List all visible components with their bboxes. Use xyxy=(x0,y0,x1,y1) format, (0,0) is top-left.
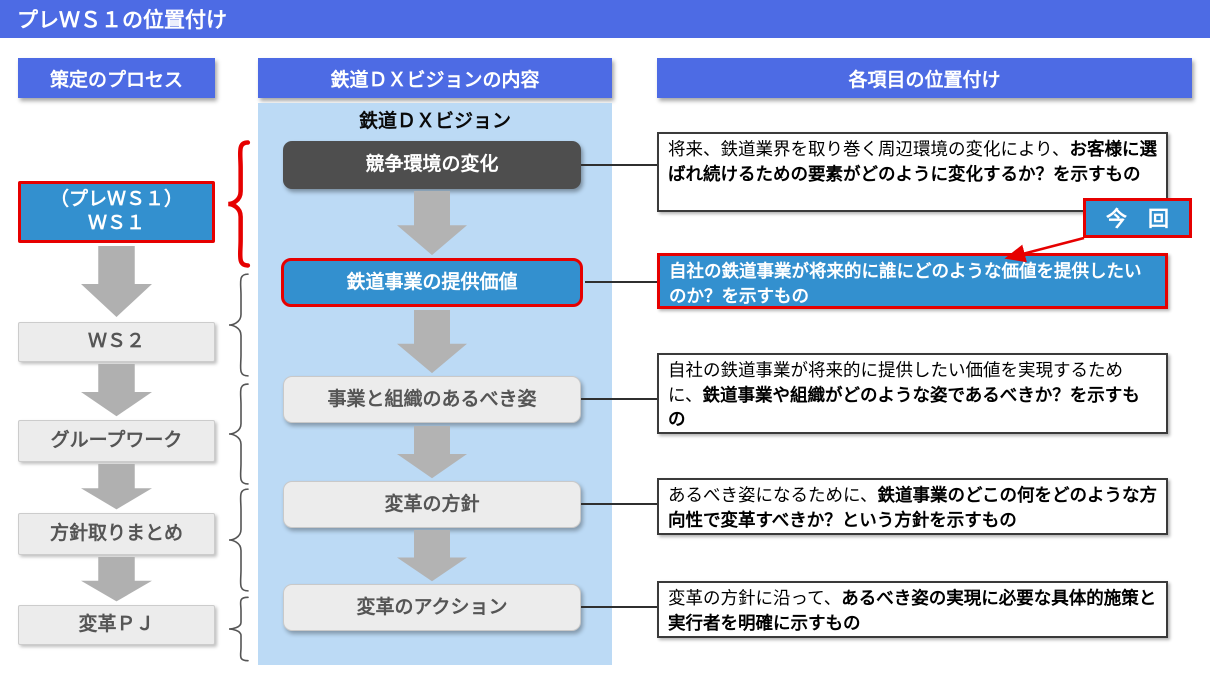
title-bar: プレＷＳ１の位置付け xyxy=(0,0,1210,38)
process-column-header: 策定のプロセス xyxy=(18,58,215,98)
page-title: プレＷＳ１の位置付け xyxy=(17,9,227,32)
down-arrow-icon xyxy=(80,557,153,602)
connector-line xyxy=(581,503,657,505)
description-normal-text: あるべき姿になるために、 xyxy=(668,485,878,505)
gray-brace-icon xyxy=(222,487,252,593)
description-transformation-action: 変革の方針に沿って、あるべき姿の実現に必要な具体的施策と実行者を明確に示すもの xyxy=(657,581,1168,638)
process-step-pre-ws1-line2: ＷＳ１ xyxy=(87,213,145,234)
description-bold-text: お客様に選ばれ続けるための要素がどのように変化するか？を示すもの xyxy=(668,139,1157,184)
down-arrow-icon xyxy=(80,246,153,318)
description-bold-text: 鉄道事業のどこの何をどのような方向性で変革すべきか？という方針を示すもの xyxy=(668,485,1157,530)
down-arrow-icon xyxy=(396,426,468,479)
process-step-transformation-pj: 変革ＰＪ xyxy=(18,605,215,645)
description-bold-text: あるべき姿の実現に必要な具体的施策と実行者を明確に示すもの xyxy=(668,588,1157,633)
gray-brace-icon xyxy=(222,382,252,486)
description-transformation-policy: あるべき姿になるために、鉄道事業のどこの何をどのような方向性で変革すべきか？とい… xyxy=(657,478,1168,535)
positioning-column-header: 各項目の位置付け xyxy=(657,58,1192,98)
connector-line xyxy=(581,164,657,166)
gray-brace-icon xyxy=(222,272,252,378)
red-brace-icon xyxy=(221,140,252,268)
gray-brace-icon xyxy=(222,596,252,662)
vision-item-railway-value: 鉄道事業の提供価値 xyxy=(281,258,583,307)
down-arrow-icon xyxy=(396,310,468,374)
vision-item-ideal-state: 事業と組織のあるべき姿 xyxy=(283,376,581,423)
process-step-ws2: ＷＳ２ xyxy=(18,322,215,362)
description-ideal-state: 自社の鉄道事業が将来的に提供したい価値を実現するために、鉄道事業や組織がどのよう… xyxy=(657,353,1168,434)
vision-item-transformation-action: 変革のアクション xyxy=(283,584,581,631)
process-step-pre-ws1: （プレＷＳ１） ＷＳ１ xyxy=(18,181,215,243)
process-step-pre-ws1-line1: （プレＷＳ１） xyxy=(49,189,183,211)
connector-line xyxy=(585,281,657,283)
red-arrow-icon xyxy=(995,234,1090,264)
description-normal-text: 変革の方針に沿って、 xyxy=(668,588,842,608)
down-arrow-icon xyxy=(80,364,153,417)
vision-item-transformation-policy: 変革の方針 xyxy=(283,481,581,528)
description-competitive-change: 将来、鉄道業界を取り巻く周辺環境の変化により、お客様に選ばれ続けるための要素がど… xyxy=(657,132,1168,212)
down-arrow-icon xyxy=(396,191,468,256)
process-step-groupwork: グループワーク xyxy=(18,420,215,462)
description-railway-value: 自社の鉄道事業が将来的に誰にどのような価値を提供したいのか？を示すもの xyxy=(657,253,1168,309)
current-session-badge: 今 回 xyxy=(1083,198,1192,238)
down-arrow-icon xyxy=(80,464,153,510)
description-normal-text: 将来、鉄道業界を取り巻く周辺環境の変化により、 xyxy=(668,139,1070,159)
vision-panel-title: 鉄道ＤＸビジョン xyxy=(358,111,511,132)
down-arrow-icon xyxy=(396,530,468,582)
description-bold-text: 自社の鉄道事業が将来的に誰にどのような価値を提供したいのか？を示すもの xyxy=(669,261,1142,306)
vision-item-competitive-change: 競争環境の変化 xyxy=(283,141,581,189)
vision-column-header: 鉄道ＤＸビジョンの内容 xyxy=(258,58,612,98)
connector-line xyxy=(581,398,657,400)
description-bold-text: 鉄道事業や組織がどのような姿であるべきか？を示すもの xyxy=(668,384,1140,430)
connector-line xyxy=(581,606,657,608)
process-step-policy-summary: 方針取りまとめ xyxy=(18,513,215,555)
description-normal-text: 自社の鉄道事業が将来的に提供したい価値を実現するために、 xyxy=(668,360,1123,405)
